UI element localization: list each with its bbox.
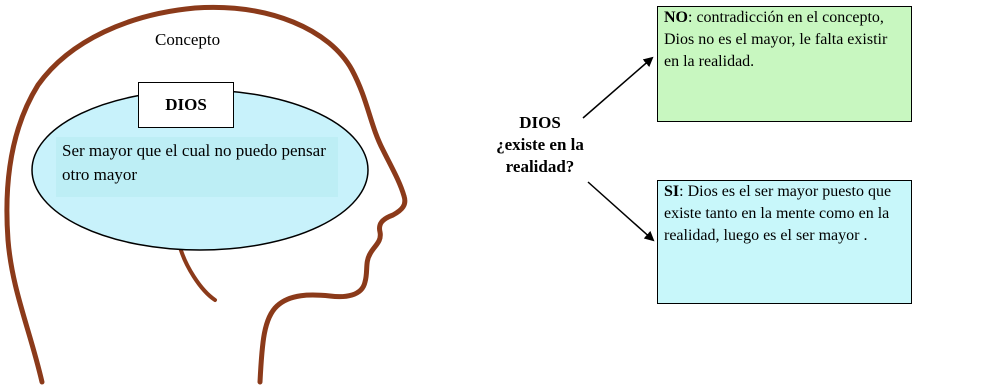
neck-curve bbox=[178, 245, 217, 302]
arrow-to-si bbox=[587, 181, 655, 242]
answer-si-text: : Dios es el ser mayor puesto que existe… bbox=[664, 183, 892, 244]
answer-si-keyword: SI bbox=[664, 183, 680, 200]
head-outline bbox=[4, 4, 408, 385]
concept-definition: Ser mayor que el cual no puedo pensar ot… bbox=[56, 137, 338, 197]
concept-term-box: DIOS bbox=[138, 82, 234, 128]
arrow-to-no bbox=[582, 56, 654, 119]
answer-si-box: SI: Dios es el ser mayor puesto que exis… bbox=[657, 180, 912, 304]
concept-term: DIOS bbox=[165, 95, 207, 114]
question-line-3: realidad? bbox=[505, 157, 575, 176]
answer-no-keyword: NO bbox=[664, 9, 688, 26]
question: DIOS ¿existe en la realidad? bbox=[455, 112, 625, 178]
answer-no-box: NO: contradicción en el concepto, Dios n… bbox=[657, 6, 912, 122]
concept-label: Concepto bbox=[155, 30, 221, 49]
question-line-1: DIOS bbox=[519, 113, 561, 132]
question-line-2: ¿existe en la bbox=[496, 135, 584, 154]
answer-no-text: : contradicción en el concepto, Dios no … bbox=[664, 9, 888, 70]
